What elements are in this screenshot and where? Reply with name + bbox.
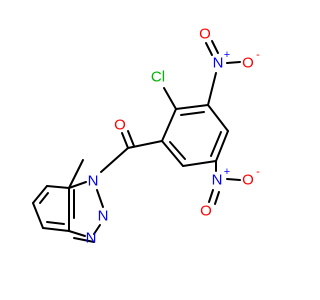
nitro-top-oxygen-single-label: O — [242, 55, 254, 72]
triazole-n3-label: N — [86, 230, 97, 247]
bond — [127, 130, 135, 147]
bond — [68, 181, 87, 189]
nitro-bottom-nitrogen-charge: + — [224, 166, 230, 178]
bond — [180, 111, 205, 116]
bond — [226, 178, 241, 181]
bond — [100, 147, 129, 173]
bond — [42, 227, 70, 232]
nitro-bottom-oxygen-single-label: O — [242, 172, 254, 189]
bond — [214, 191, 220, 205]
bond — [208, 189, 214, 203]
bond — [32, 185, 48, 204]
bond — [73, 237, 95, 243]
triazole-n2-label: N — [98, 208, 109, 225]
bond — [161, 108, 177, 142]
bonds — [32, 40, 241, 243]
nitro-top-nitrogen-label: N — [213, 55, 224, 72]
bond — [226, 61, 241, 64]
nitro-bottom-nitrogen-label: N — [212, 172, 223, 189]
nitro-top-oxygen-double-label: O — [199, 26, 211, 43]
nitro-bottom-oxygen-double-label: O — [200, 203, 212, 220]
bond — [96, 189, 104, 208]
bond — [68, 230, 86, 237]
bond — [39, 192, 49, 204]
nitro-top-oxygen-charge: - — [256, 49, 260, 61]
nitro-top-nitrogen-charge: + — [224, 49, 230, 61]
bond — [32, 202, 44, 229]
bond — [207, 104, 229, 132]
bond — [215, 130, 229, 162]
bond — [121, 132, 129, 149]
structure-diagram: O Cl N + O O - N + O - O N N N — [32, 26, 261, 247]
bond — [205, 42, 213, 56]
bond — [182, 160, 217, 167]
nitro-bottom-oxygen-charge: - — [256, 166, 260, 178]
chlorine-label: Cl — [151, 69, 165, 86]
carbonyl-oxygen-label: O — [114, 117, 126, 134]
structure-canvas: O Cl N + O O - N + O - O N N N — [32, 25, 261, 247]
bond — [93, 224, 101, 235]
bond — [68, 159, 84, 189]
bond — [46, 221, 65, 225]
bond — [211, 40, 219, 54]
bond — [163, 87, 177, 110]
bond — [169, 141, 186, 160]
bond — [210, 131, 222, 157]
bond — [161, 140, 184, 167]
triazole-n1-label: N — [88, 173, 99, 190]
bond — [175, 104, 209, 110]
atom-labels: O Cl N + O O - N + O - O N N N — [86, 26, 261, 247]
bond — [46, 185, 70, 189]
bond — [127, 140, 163, 149]
bond — [207, 72, 217, 106]
